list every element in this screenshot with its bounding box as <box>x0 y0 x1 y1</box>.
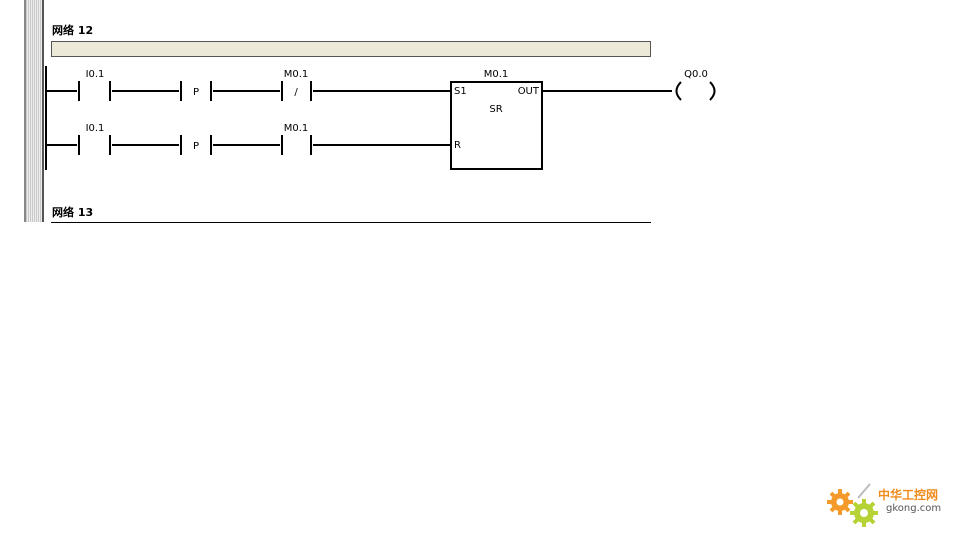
rung2-contact-m01[interactable] <box>281 135 312 155</box>
rung1-contact-m01-label: M0.1 <box>284 69 309 80</box>
watermark-en-text: gkong.com <box>886 503 942 514</box>
rung1-contact-i01-label: I0.1 <box>86 69 105 80</box>
sr-pin-s1: S1 <box>454 86 467 97</box>
rung1-edge-p[interactable] <box>180 81 212 101</box>
rung2-contact-i01-label: I0.1 <box>86 123 105 134</box>
rung2-contact-m01-label: M0.1 <box>284 123 309 134</box>
power-rail-bar <box>24 0 44 222</box>
sr-block-address: M0.1 <box>484 69 509 80</box>
network-13-title[interactable]: 网络 13 <box>52 206 94 219</box>
network-12-title[interactable]: 网络 12 <box>52 24 94 37</box>
watermark-cn-text: 中华工控网 <box>878 488 939 502</box>
sr-pin-out: OUT <box>518 86 540 97</box>
rung1-edge-p-label: P <box>193 87 199 98</box>
rung2-edge-p-label: P <box>193 141 199 152</box>
coil-q00[interactable] <box>675 81 716 101</box>
network-12-comment-field[interactable] <box>51 41 651 57</box>
coil-q00-label: Q0.0 <box>684 69 708 80</box>
sr-block-type: SR <box>489 104 502 115</box>
gkong-logo-gears <box>827 483 878 527</box>
network-13-divider <box>51 222 651 223</box>
rung2-contact-i01[interactable] <box>78 135 111 155</box>
ladder-diagram: I0.1 P M0.1 / I0.1 P M0.1 M0.1 S1 OUT SR… <box>45 66 716 170</box>
sr-block[interactable] <box>450 81 543 170</box>
sr-pin-r: R <box>454 140 461 151</box>
rung1-contact-m01-nc[interactable] <box>281 81 312 101</box>
rung1-contact-nc-slash: / <box>294 87 298 98</box>
rung1-contact-i01[interactable] <box>78 81 111 101</box>
rung2-edge-p[interactable] <box>180 135 212 155</box>
